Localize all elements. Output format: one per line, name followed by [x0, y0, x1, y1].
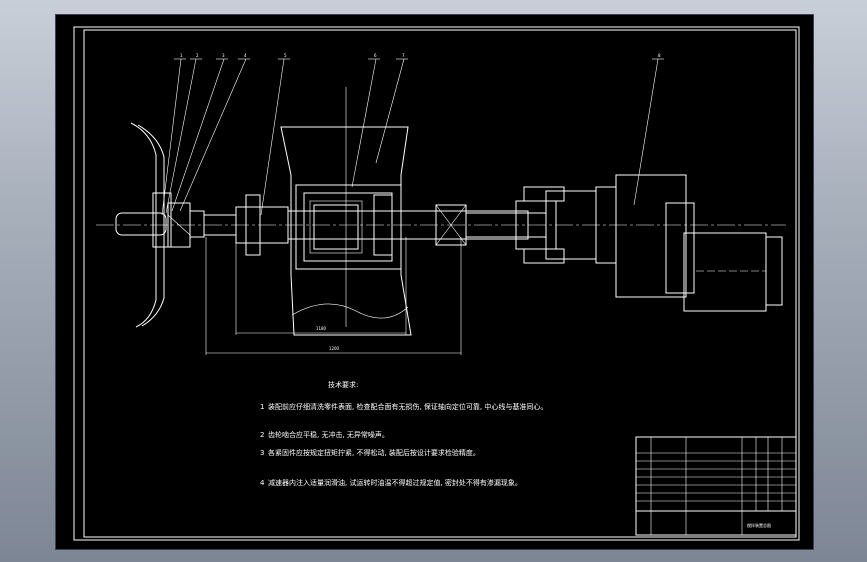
- gear-reducer: [595, 174, 695, 298]
- dimension-1200: 1200: [329, 346, 340, 351]
- dimension-lines: [205, 237, 462, 355]
- dimension-1180: 1180: [316, 326, 327, 331]
- note-1-number: 1: [260, 403, 264, 411]
- tech-requirements: 技术要求: 1 装配前应仔细清洗零件表面, 检查配合面有无损伤, 保证轴向定位可…: [260, 380, 547, 487]
- leader-lines: [161, 58, 664, 216]
- tech-requirements-heading: 技术要求:: [328, 380, 358, 389]
- balloon-5: 5: [284, 53, 287, 58]
- balloon-8: 8: [658, 53, 661, 58]
- balloon-1: 1: [180, 53, 183, 58]
- balloon-3: 3: [222, 53, 225, 58]
- note-3-text: 各紧固件应按规定扭矩拧紧, 不得松动, 装配后按设计要求检验精度。: [268, 448, 480, 457]
- inner-frame: [83, 29, 797, 538]
- balloon-2: 2: [196, 53, 199, 58]
- title-block: 搅拌装置总图: [635, 436, 797, 536]
- assembly-drawing: 1180 1200 1 2 3 4 5 6 7 8 技术要求: 1 装配前应仔细…: [73, 26, 800, 541]
- note-2-text: 齿轮啮合应平稳, 无冲击, 无异常噪声。: [268, 430, 389, 439]
- outer-border: [73, 26, 800, 541]
- impeller: [115, 122, 205, 328]
- note-4-number: 4: [260, 479, 265, 487]
- balloon-6: 6: [374, 53, 377, 58]
- cad-viewport[interactable]: 1180 1200 1 2 3 4 5 6 7 8 技术要求: 1 装配前应仔细…: [55, 14, 814, 550]
- note-4-text: 减速器内注入适量润滑油, 试运转时油温不得超过规定值, 密封处不得有渗漏现象。: [268, 478, 522, 487]
- motor: [683, 232, 783, 312]
- balloon-7: 7: [402, 53, 405, 58]
- balloon-4: 4: [244, 53, 247, 58]
- housing: [280, 87, 412, 336]
- note-2-number: 2: [260, 431, 264, 439]
- coupling: [435, 186, 597, 264]
- note-3-number: 3: [260, 449, 264, 457]
- note-1-text: 装配前应仔细清洗零件表面, 检查配合面有无损伤, 保证轴向定位可靠, 中心线与基…: [268, 402, 547, 411]
- drawing-name: 搅拌装置总图: [747, 522, 771, 528]
